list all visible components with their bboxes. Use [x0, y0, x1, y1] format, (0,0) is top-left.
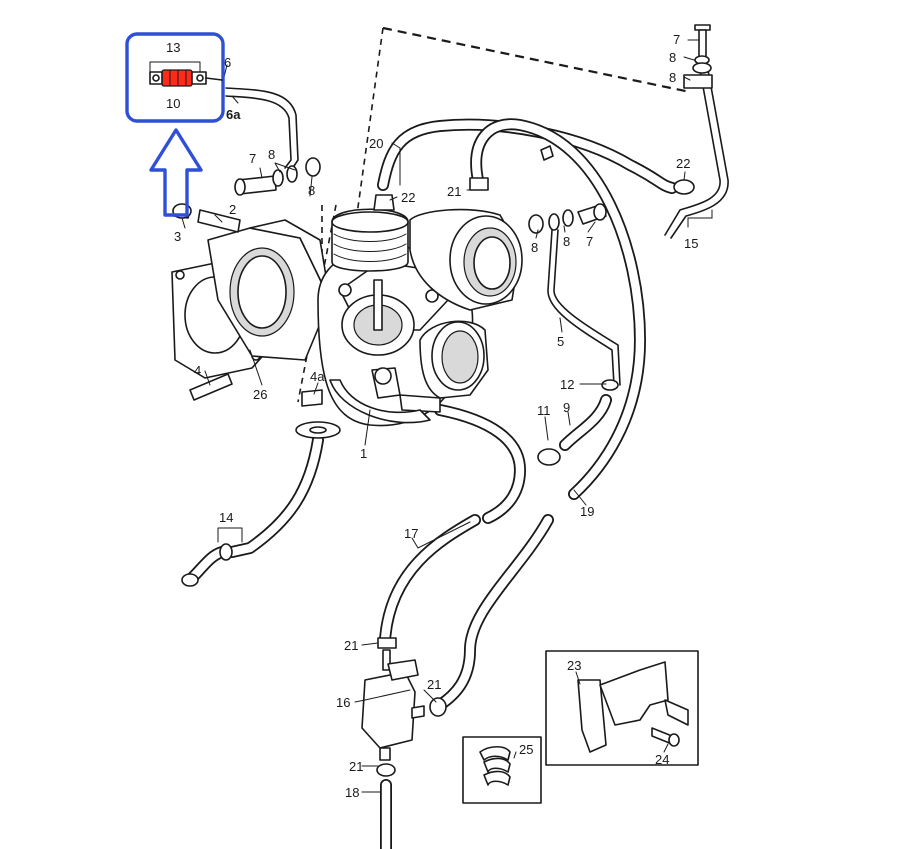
label-8: 8 — [669, 70, 676, 85]
part-labels: 13 10 6 6a 7 8 8 2 3 4 26 4a 1 20 22 21 … — [166, 32, 698, 800]
label-8: 8 — [669, 50, 676, 65]
arrow-up-icon — [149, 128, 203, 217]
label-24: 24 — [655, 752, 669, 767]
label-4: 4 — [194, 363, 201, 378]
label-23: 23 — [567, 658, 581, 673]
highlight-group — [125, 32, 225, 217]
pipes — [225, 69, 729, 386]
fittings — [172, 24, 713, 777]
hoses — [186, 118, 678, 849]
label-6: 6 — [224, 55, 231, 70]
label-7: 7 — [586, 234, 593, 249]
label-7: 7 — [249, 151, 256, 166]
label-2: 2 — [229, 202, 236, 217]
label-9: 9 — [563, 400, 570, 415]
label-18: 18 — [345, 785, 359, 800]
label-6a: 6a — [226, 107, 241, 122]
label-14: 14 — [219, 510, 233, 525]
label-16: 16 — [336, 695, 350, 710]
highlight-box — [125, 32, 225, 123]
label-7: 7 — [673, 32, 680, 47]
label-17: 17 — [404, 526, 418, 541]
label-25: 25 — [519, 742, 533, 757]
label-21: 21 — [344, 638, 358, 653]
label-20: 20 — [369, 136, 383, 151]
label-21: 21 — [427, 677, 441, 692]
label-4a: 4a — [310, 369, 325, 384]
label-8: 8 — [531, 240, 538, 255]
control-valve-16 — [361, 649, 425, 761]
label-3: 3 — [174, 229, 181, 244]
label-26: 26 — [253, 387, 267, 402]
label-11: 11 — [537, 403, 551, 418]
label-13: 13 — [166, 40, 180, 55]
label-8: 8 — [308, 183, 315, 198]
highlighted-part-10 — [161, 69, 193, 87]
label-22: 22 — [401, 190, 415, 205]
label-12: 12 — [560, 377, 574, 392]
inset-clips-25 — [462, 736, 542, 804]
label-15: 15 — [684, 236, 698, 251]
label-5: 5 — [557, 334, 564, 349]
label-22: 22 — [676, 156, 690, 171]
label-1: 1 — [360, 446, 367, 461]
label-19: 19 — [580, 504, 594, 519]
label-8: 8 — [563, 234, 570, 249]
label-21: 21 — [349, 759, 363, 774]
label-21: 21 — [447, 184, 461, 199]
label-8: 8 — [268, 147, 275, 162]
exhaust-flange — [207, 219, 331, 361]
turbocharger-1 — [317, 208, 523, 427]
label-10: 10 — [166, 96, 180, 111]
inset-bracket-23-24 — [545, 650, 699, 766]
